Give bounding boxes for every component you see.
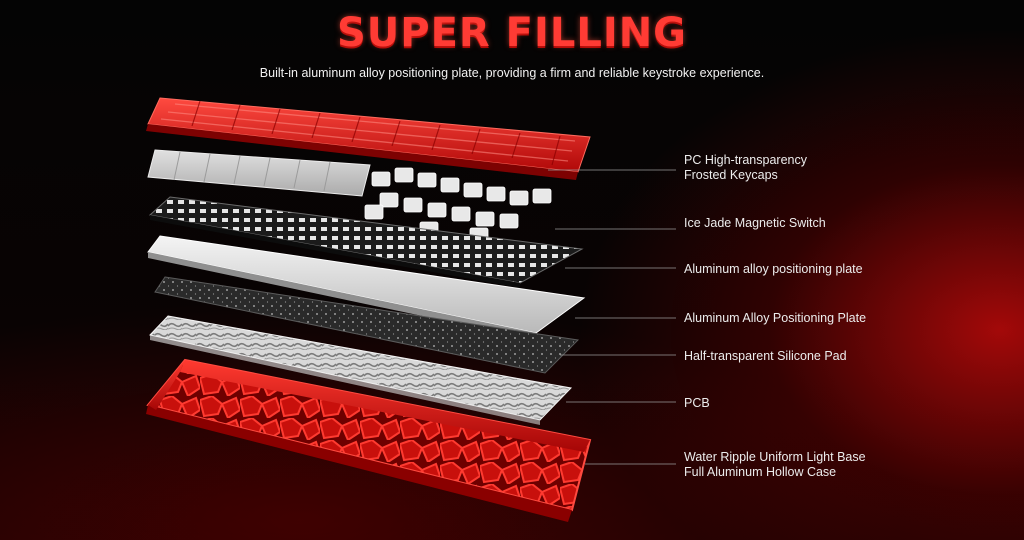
dark-positioning-plate [154,276,580,374]
frosted-keycaps-layer [147,149,371,197]
layer-label-pcb: PCB [684,396,710,410]
layer-label-switch: Ice Jade Magnetic Switch [684,216,826,230]
white-aluminum-plate [147,235,586,340]
magnetic-switches-layer [364,167,552,243]
silicone-pad-layer [149,315,573,425]
page-subtitle: Built-in aluminum alloy positioning plat… [259,66,765,80]
red-hollow-case [146,358,592,522]
layer-label-silicone-pad: Half-transparent Silicone Pad [684,349,847,363]
layer-label-positioning-plate: Aluminum Alloy Positioning Plate [684,311,867,325]
layer-label-plate: Aluminum alloy positioning plate [684,262,863,276]
red-keycaps-layer [146,97,591,180]
black-positioning-plate [148,196,584,288]
page-title: SUPER FILLING [336,10,688,56]
leader-lines [548,169,676,465]
